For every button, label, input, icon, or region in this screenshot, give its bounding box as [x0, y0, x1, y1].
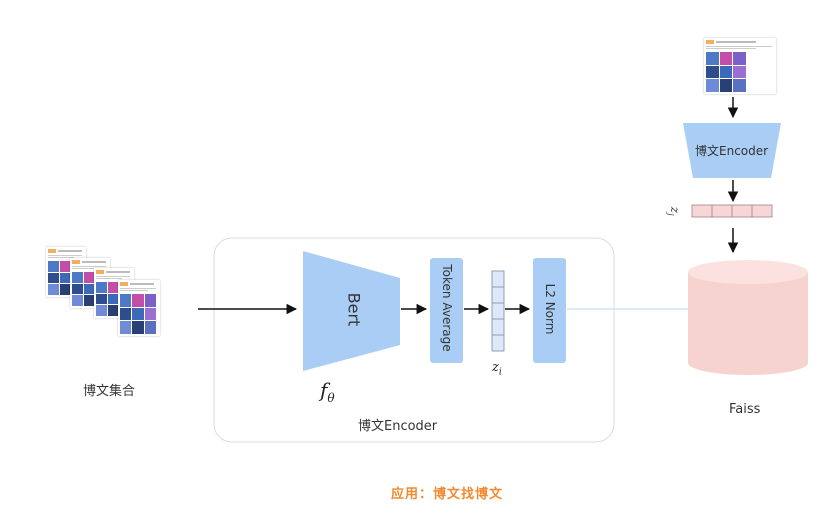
right-encoder-label: 博文Encoder: [695, 144, 769, 158]
post-thumbnail: [118, 280, 160, 336]
token-average-label: Token Average: [440, 264, 454, 352]
zj-vector: [691, 204, 773, 218]
i-subscript: i: [498, 367, 502, 378]
zj-label: zj: [666, 203, 682, 219]
bert-label: Bert: [344, 292, 364, 327]
token-average-block: [430, 258, 463, 363]
faiss-label: Faiss: [729, 402, 761, 417]
f-symbol: f: [320, 378, 328, 402]
z-symbol: z: [492, 360, 499, 375]
collection-label: 博文集合: [83, 384, 136, 399]
theta-subscript: θ: [327, 391, 335, 405]
application-caption: 应用：博文找博文: [391, 487, 504, 502]
j-subscript: j: [665, 213, 675, 216]
zi-label: zi: [492, 360, 502, 378]
faiss-cylinder: [688, 260, 808, 375]
bert-block: [303, 251, 400, 371]
f-theta-label: fθ: [320, 378, 335, 405]
zi-vector: [491, 270, 505, 352]
l2-norm-label: L2 Norm: [543, 283, 557, 335]
encoder-container-label: 博文Encoder: [358, 419, 438, 434]
query-post-thumbnail: [704, 38, 776, 94]
l2-norm-block: [533, 258, 566, 363]
right-encoder-block: [683, 123, 781, 178]
